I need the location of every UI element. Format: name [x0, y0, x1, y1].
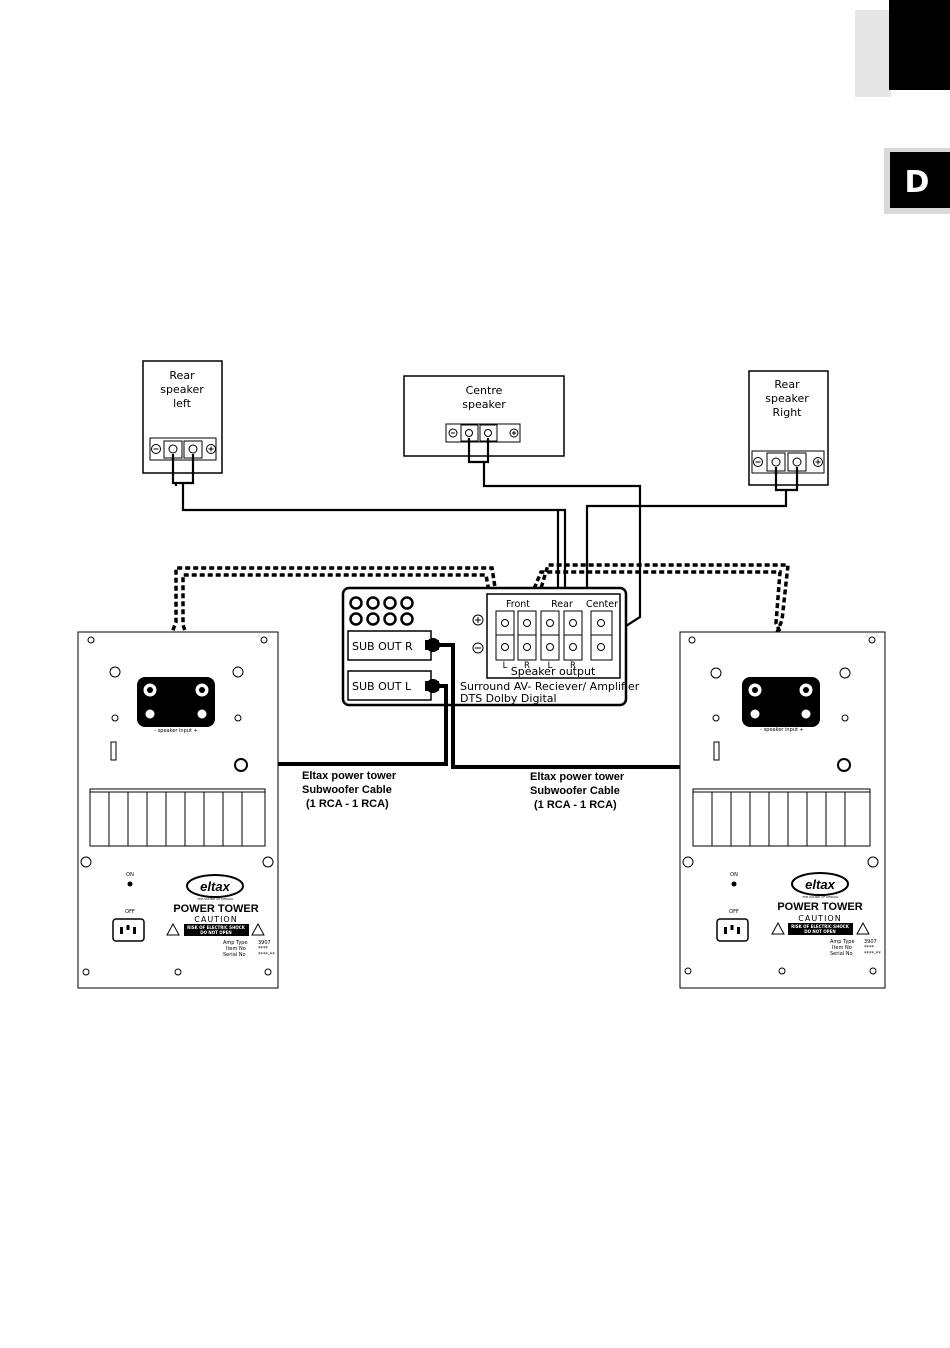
centre-line1: Centre — [466, 384, 503, 397]
brand-text: eltax — [805, 877, 835, 892]
cable-label-right: Eltax power tower Subwoofer Cable (1 RCA… — [530, 771, 625, 811]
receiver-caption-2: DTS Dolby Digital — [460, 692, 557, 705]
power-tower-right: - speaker input + ON OFF eltax THE SOUND… — [679, 631, 886, 989]
rear-left-line3: left — [173, 397, 192, 410]
on-label: ON — [126, 872, 134, 878]
rear-right-line2: speaker — [765, 392, 809, 405]
cable-right-line1: Eltax power tower — [530, 771, 625, 783]
brand-logo — [186, 874, 244, 898]
off-label: OFF — [125, 909, 135, 915]
warning-icon — [856, 921, 870, 935]
heatsink-fins — [692, 788, 871, 847]
speaker-input-label: - speaker input + — [760, 727, 803, 733]
av-receiver: SUB OUT R SUB OUT L Front Rear Center — [341, 586, 640, 707]
warning-icon — [251, 922, 265, 936]
speaker-output-label: Speaker output — [511, 665, 596, 678]
amp-type-label: Amp Type — [830, 939, 855, 945]
warning-icon — [166, 922, 180, 936]
rca-jacks — [349, 596, 414, 626]
page-tabs: D — [855, 0, 950, 214]
item-no-value: **** — [258, 946, 269, 952]
cable-left-line2: Subwoofer Cable — [302, 784, 392, 796]
warning-icon — [771, 921, 785, 935]
serial-no-value: ****-** — [864, 951, 881, 957]
off-label: OFF — [729, 909, 739, 915]
item-no-value: **** — [864, 945, 875, 951]
product-name: POWER TOWER — [777, 901, 862, 913]
side-tab — [855, 10, 891, 97]
rear-left-line1: Rear — [169, 369, 195, 382]
product-name: POWER TOWER — [173, 903, 258, 915]
item-no-label: Item No — [832, 945, 852, 951]
section-tab-letter: D — [905, 165, 930, 200]
warning-line1: RISK OF ELECTRIC SHOCK — [791, 924, 850, 929]
item-no-label: Item No — [226, 946, 246, 952]
center-label: Center — [586, 599, 618, 610]
receiver-caption-1: Surround AV- Reciever/ Amplifier — [460, 680, 640, 693]
r2-label: R — [570, 661, 576, 671]
rear-speaker-left: Rear speaker left — [142, 360, 223, 474]
amp-type-value: 3907 — [864, 939, 877, 945]
rear-speaker-right: Rear speaker Right — [748, 370, 829, 486]
brand-sub: THE SOUND OF DESIGN — [801, 895, 838, 899]
centre-line2: speaker — [462, 398, 506, 411]
on-label: ON — [730, 872, 738, 878]
amp-type-value: 3907 — [258, 940, 271, 946]
rear-left-line2: speaker — [160, 383, 204, 396]
serial-no-label: Serial No — [223, 952, 246, 958]
section-tab — [890, 152, 950, 208]
rear-right-line3: Right — [773, 406, 803, 419]
cable-right-line2: Subwoofer Cable — [530, 785, 620, 797]
serial-no-value: ****-** — [258, 952, 275, 958]
sub-out-r-label: SUB OUT R — [352, 640, 413, 653]
sub-out-l-label: SUB OUT L — [352, 680, 412, 693]
r1-label: R — [524, 661, 530, 671]
serial-no-label: Serial No — [830, 951, 853, 957]
centre-speaker: Centre speaker — [403, 375, 565, 457]
cable-left-line3: (1 RCA - 1 RCA) — [306, 798, 389, 810]
caution-label: CAUTION — [194, 915, 237, 924]
section-tab-top — [889, 0, 950, 90]
rear-right-line1: Rear — [774, 378, 800, 391]
cable-left-line1: Eltax power tower — [302, 770, 397, 782]
warning-line2: DO NOT OPEN — [804, 929, 835, 934]
brand-sub: THE SOUND OF DESIGN — [196, 897, 233, 901]
amp-type-label: Amp Type — [223, 940, 248, 946]
cable-right-line3: (1 RCA - 1 RCA) — [534, 799, 617, 811]
warning-line1: RISK OF ELECTRIC SHOCK — [187, 925, 246, 930]
rear-label: Rear — [551, 599, 573, 610]
cable-label-left: Eltax power tower Subwoofer Cable (1 RCA… — [302, 770, 397, 810]
l1-label: L — [503, 661, 508, 671]
power-tower-left: - speaker input + ON OFF eltax THE SOUND… — [77, 631, 279, 989]
warning-line2: DO NOT OPEN — [200, 930, 231, 935]
caution-label: CAUTION — [798, 914, 841, 923]
brand-text: eltax — [200, 879, 230, 894]
front-label: Front — [506, 599, 530, 610]
brand-logo — [791, 872, 849, 896]
speaker-input-label: - speaker input + — [154, 728, 197, 734]
l2-label: L — [548, 661, 553, 671]
heatsink-fins — [89, 788, 266, 847]
